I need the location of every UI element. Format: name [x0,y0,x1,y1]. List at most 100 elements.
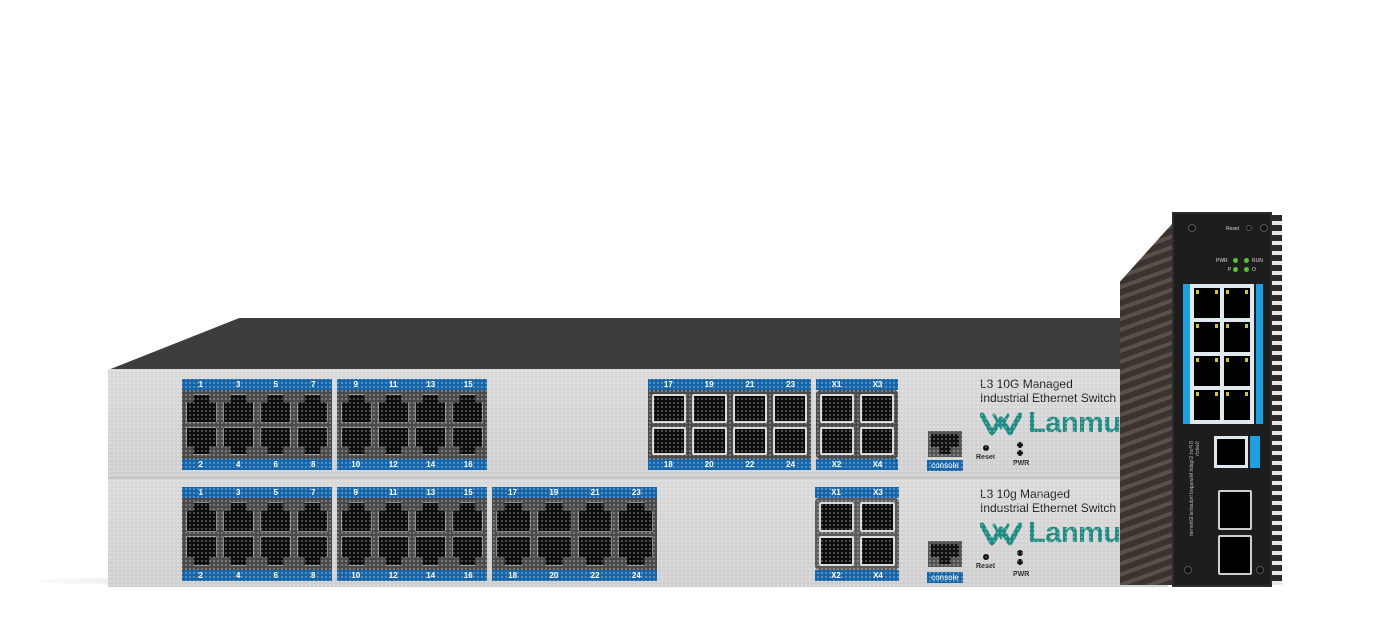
sfp-port[interactable] [1218,490,1252,530]
switch-top-lid [108,318,1158,370]
sfp-port[interactable] [820,394,854,423]
rj45-port[interactable] [415,502,446,532]
rj45-port[interactable] [496,536,531,566]
rj45-port[interactable] [1194,390,1220,420]
rj45-port[interactable] [1224,356,1250,386]
reset-button[interactable] [983,554,989,560]
rj45-port[interactable] [496,502,531,532]
rj45-port[interactable] [223,394,254,423]
rj45-port[interactable] [692,394,727,423]
rj45-port[interactable] [1224,322,1250,352]
rj45-port[interactable] [536,536,572,566]
rj45-port[interactable] [223,536,254,566]
rj45-port[interactable] [297,394,328,423]
console-port[interactable] [928,431,962,457]
rj45-port[interactable] [452,394,483,423]
sfp-port[interactable] [860,394,894,423]
port-label: 10 [351,460,361,469]
screw-icon [1260,224,1268,232]
brand-logo: Lanmus [980,517,1137,550]
sfp-port[interactable] [860,536,895,566]
rj45-port[interactable] [732,394,767,423]
rj45-port[interactable] [223,502,254,532]
port-label: 11 [389,488,398,497]
port-label: 12 [388,571,398,580]
port-label: 6 [273,571,278,580]
port-label: 20 [549,571,559,580]
sfp-port[interactable] [819,536,854,566]
sfp-port[interactable] [1218,535,1252,575]
sfp-port[interactable] [819,502,854,532]
rj45-port[interactable] [1194,322,1220,352]
rj45-port[interactable] [692,426,727,455]
rj45-port[interactable] [260,502,291,532]
screw-icon [1184,566,1192,574]
reset-button[interactable] [983,445,989,451]
rj45-port[interactable] [341,426,372,455]
rj45-port[interactable] [652,426,687,455]
model-title-line1: L3 10G Managed [980,377,1073,391]
rj45-port[interactable] [772,426,807,455]
port-labels-odd: 17 19 21 23 [648,379,811,390]
rj45-port[interactable] [452,426,483,455]
rj45-port[interactable] [341,394,372,423]
rj45-port[interactable] [1224,288,1250,318]
rj45-port[interactable] [577,536,613,566]
rj45-port[interactable] [223,426,254,455]
rj45-port[interactable] [1194,356,1220,386]
port-label: 2 [198,460,203,469]
port-label: 8 [311,571,316,580]
sfp-port[interactable] [820,426,854,455]
rj45-port[interactable] [186,536,217,566]
din-led-label: O [1252,267,1256,273]
sfp-port[interactable] [860,502,895,532]
rj45-port[interactable] [378,536,409,566]
port-label: X1 [831,380,842,389]
rj45-port[interactable] [297,536,328,566]
rj45-port[interactable] [260,426,291,455]
port-group-1-8: 1 3 5 7 2 4 6 8 [182,487,332,581]
sfp-labels-bottom: X2 X4 [816,459,898,470]
rj45-port[interactable] [341,502,372,532]
rj45-port[interactable] [186,394,217,423]
port-label: 14 [426,460,436,469]
din-port-label-strip-left [1183,284,1190,424]
rj45-port[interactable] [452,536,483,566]
rj45-port[interactable] [297,426,328,455]
rj45-port[interactable] [415,426,446,455]
console-port[interactable] [928,541,962,567]
rj45-port[interactable] [186,502,217,532]
rj45-port[interactable] [297,502,328,532]
din-side-text: 8 Port Gigabit Managed Industrial Ethern… [1189,441,1201,536]
rj45-port[interactable] [732,426,767,455]
port-label: 17 [663,380,673,389]
port-group-17-24: 17 19 21 23 18 20 22 24 [648,379,811,470]
rj45-port[interactable] [618,536,653,566]
rj45-port[interactable] [260,394,291,423]
port-label: 9 [353,380,358,389]
rj45-port[interactable] [452,502,483,532]
rj45-port[interactable] [415,536,446,566]
reset-button[interactable] [1246,225,1252,231]
rj45-port[interactable] [1194,288,1220,318]
lanmus-logo-icon [980,522,1022,545]
rj45-port[interactable] [652,394,687,423]
led-pwr [1233,258,1238,263]
port-label: 20 [704,460,714,469]
rj45-port[interactable] [378,394,409,423]
rj45-port[interactable] [378,426,409,455]
rj45-port[interactable] [536,502,572,532]
rj45-port[interactable] [618,502,653,532]
rj45-port[interactable] [260,536,291,566]
din-console-port[interactable] [1214,436,1248,468]
rj45-port[interactable] [577,502,613,532]
rj45-port[interactable] [772,394,807,423]
rj45-port[interactable] [378,502,409,532]
rj45-port[interactable] [415,394,446,423]
sfp-port[interactable] [860,426,894,455]
port-label: 5 [273,380,278,389]
rj45-port[interactable] [186,426,217,455]
screw-icon [1188,224,1196,232]
rj45-port[interactable] [1224,390,1250,420]
rj45-port[interactable] [341,536,372,566]
